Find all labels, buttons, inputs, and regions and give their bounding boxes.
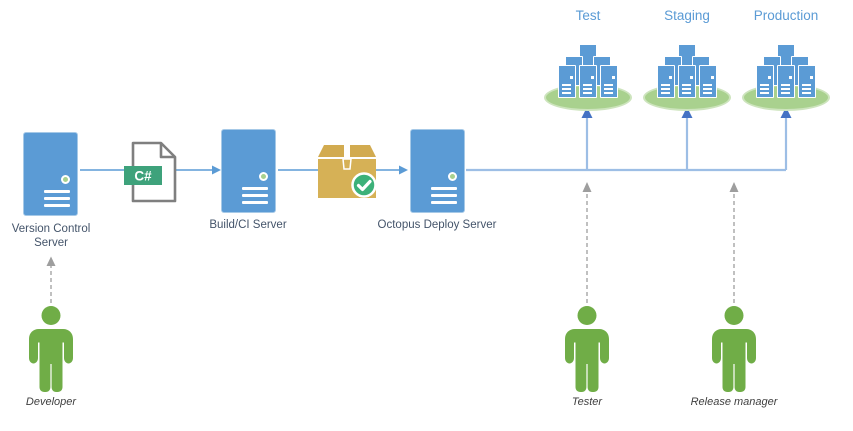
environment-label-test: Test (575, 8, 601, 23)
developer-label: Developer (25, 396, 77, 408)
server-led-icon (448, 172, 457, 181)
octopus-deploy-server-label: Octopus Deploy Server (377, 219, 497, 231)
version-control-server-icon (23, 132, 78, 216)
server-led-icon (259, 172, 268, 181)
build-ci-server-label: Build/CI Server (209, 219, 287, 231)
dashed-arrow-release-manager (729, 182, 739, 303)
arrowhead-test (581, 107, 593, 118)
environment-cluster-test (542, 44, 634, 112)
csharp-label: C# (134, 169, 152, 184)
trunk-octopus-to-environments (466, 107, 792, 172)
environment-label-staging: Staging (664, 8, 710, 23)
octopus-deploy-server-icon (410, 129, 465, 213)
release-manager-label: Release manager (690, 396, 778, 408)
build-ci-server-icon (221, 129, 276, 213)
package-with-check-icon (318, 145, 377, 198)
dashed-arrow-developer (46, 256, 56, 303)
environment-label-production: Production (753, 8, 819, 23)
csharp-banner (124, 166, 162, 185)
release-manager-person-icon (712, 306, 756, 392)
check-badge-icon (351, 172, 377, 198)
server-led-icon (61, 175, 70, 184)
tester-person-icon (565, 306, 609, 392)
developer-person-icon (29, 306, 73, 392)
environment-cluster-production (740, 44, 832, 112)
arrowhead-staging (681, 107, 693, 118)
environment-cluster-staging (641, 44, 733, 112)
arrowhead-production (780, 107, 792, 118)
version-control-server-label: Version Control Server (11, 223, 91, 249)
tester-label: Tester (571, 396, 603, 408)
dashed-arrow-tester (582, 182, 592, 303)
csharp-file-icon: C# (124, 141, 177, 203)
